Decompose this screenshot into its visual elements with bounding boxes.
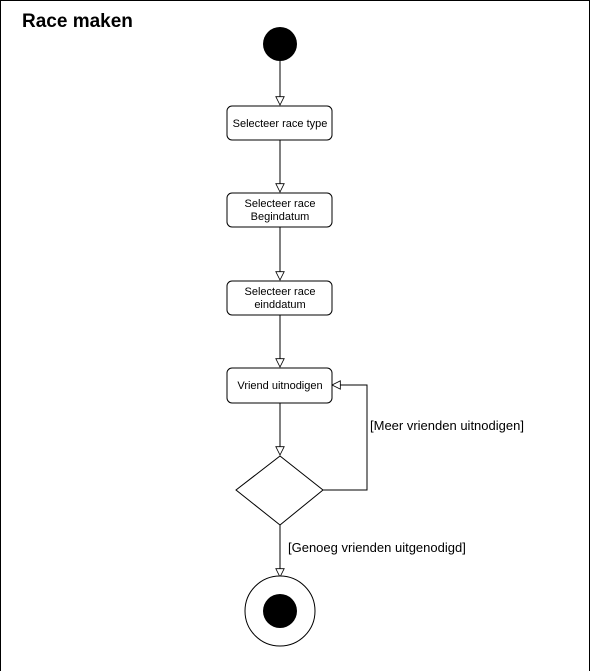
action-label-line1: Selecteer race [245,286,316,298]
initial-node [263,27,297,61]
edge-loop-back [323,385,368,491]
action-select-end-date: Selecteer race einddatum [226,280,333,316]
action-invite-friend: Vriend uitnodigen [226,367,333,404]
action-label: Selecteer race type [233,118,328,130]
action-select-start-date: Selecteer race Begindatum [226,192,333,228]
guard-more-friends: [Meer vrienden uitnodigen] [370,418,524,433]
final-node [244,575,316,647]
action-select-race-type: Selecteer race type [226,105,333,141]
action-label: Vriend uitnodigen [237,380,322,392]
action-label-line1: Selecteer race [245,198,316,210]
action-label-line2: Begindatum [251,211,310,223]
guard-enough-friends: [Genoeg vrienden uitgenodigd] [288,540,466,555]
action-label-line2: einddatum [254,299,305,311]
diagram-title: Race maken [22,11,133,32]
decision-node [235,455,324,526]
